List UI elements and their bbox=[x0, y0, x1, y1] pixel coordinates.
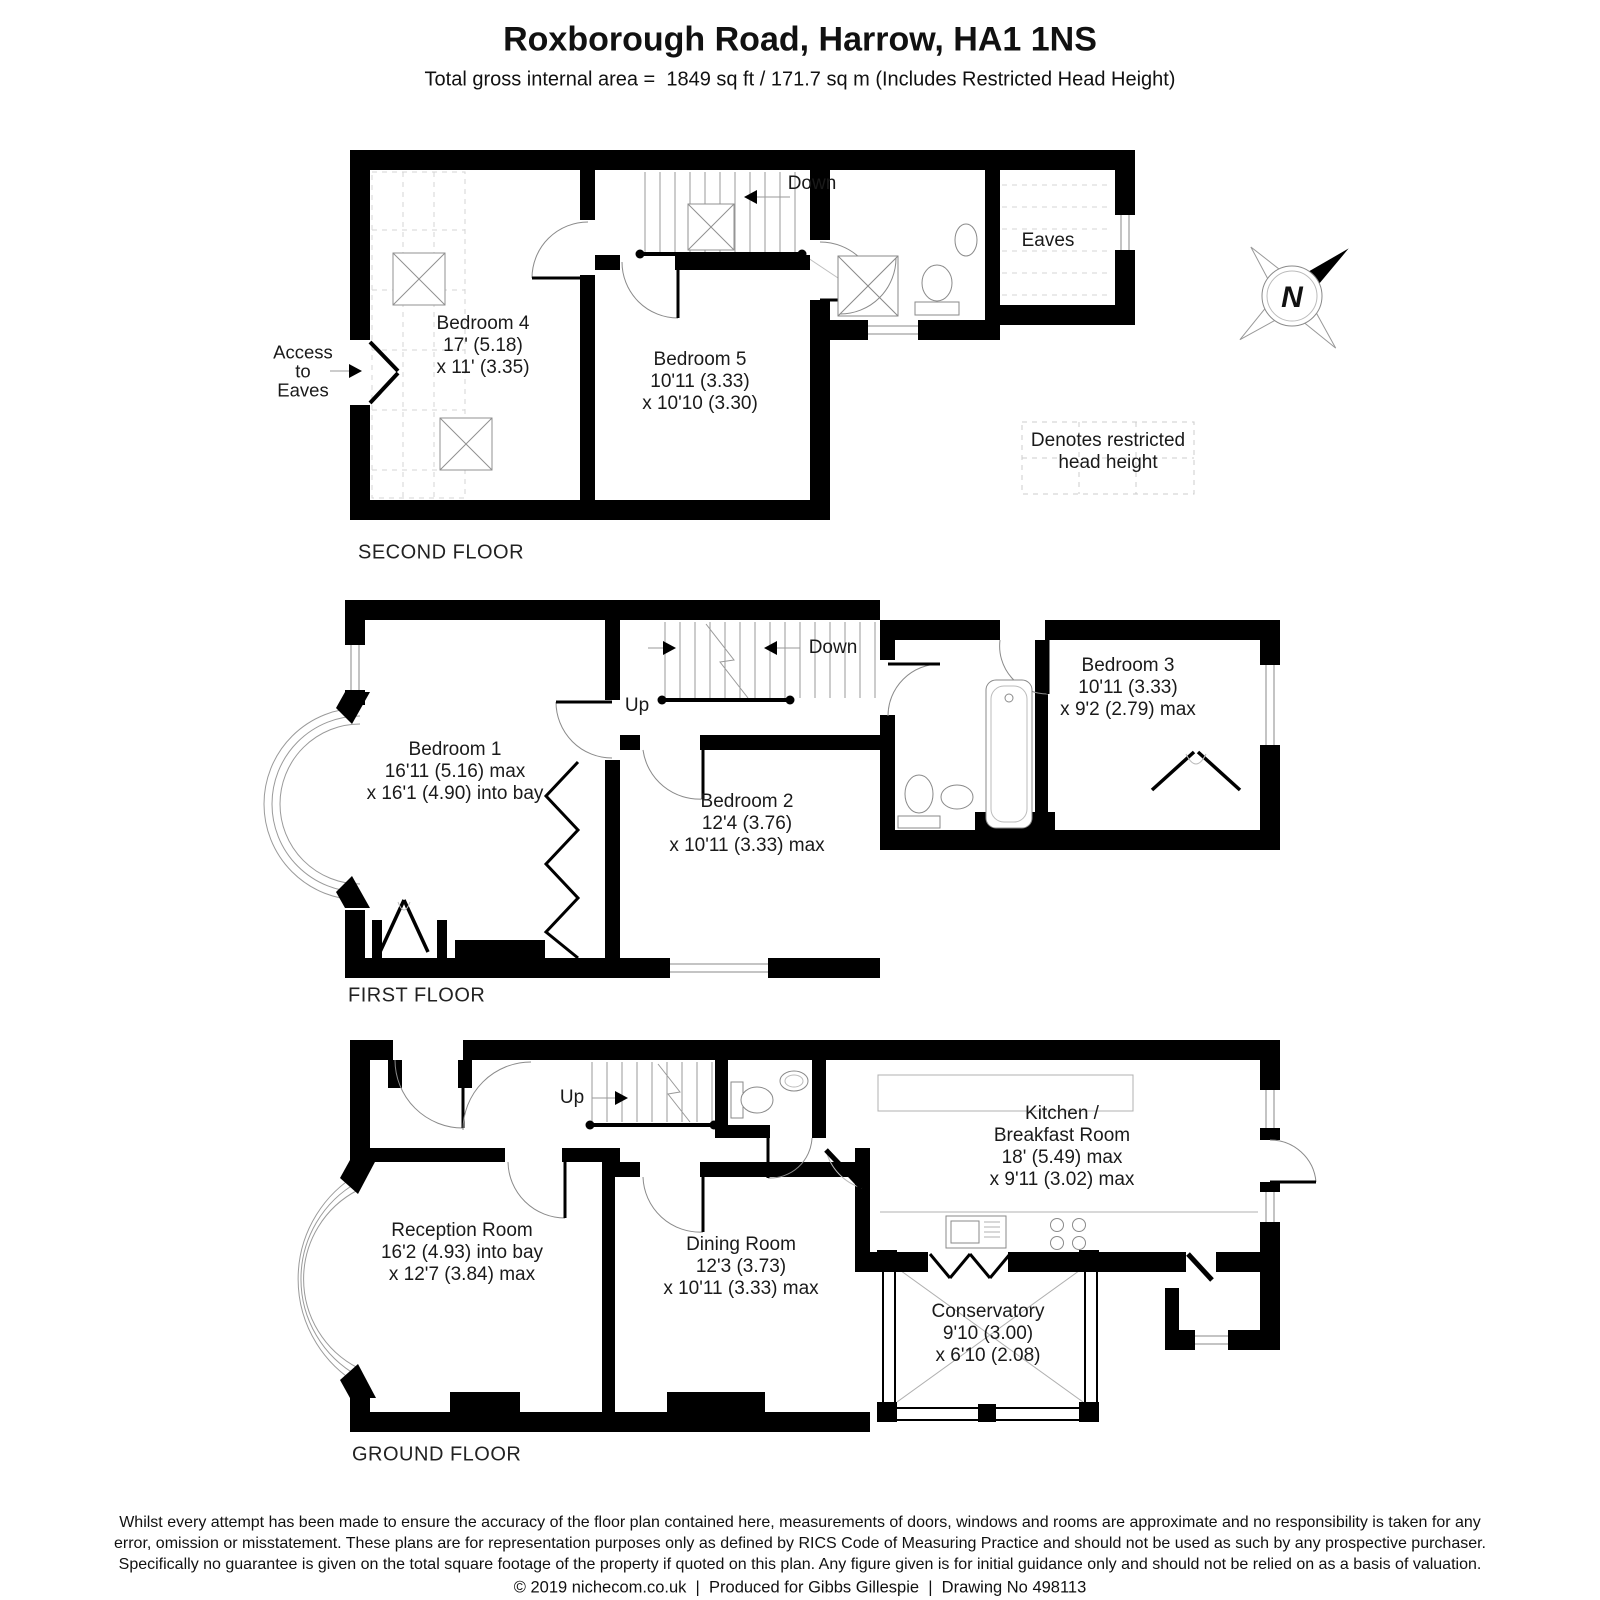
stairs-first-floor bbox=[664, 622, 876, 699]
access-to-eaves-door bbox=[368, 340, 400, 405]
up-arrow bbox=[648, 641, 676, 655]
second-floor-walls bbox=[350, 150, 1135, 520]
down-label-first-floor: Down bbox=[808, 637, 858, 658]
room-label-bedroom3: Bedroom 3 10'11 (3.33) x 9'2 (2.79) max bbox=[1060, 655, 1196, 721]
down-arrow bbox=[744, 190, 790, 204]
room-label-bedroom4: Bedroom 4 17' (5.18) x 11' (3.35) bbox=[436, 313, 529, 379]
room-name: Conservatory bbox=[931, 1301, 1045, 1322]
room-name: Dining Room bbox=[686, 1234, 796, 1255]
window bbox=[345, 645, 1280, 978]
down-label-second-floor: Down bbox=[787, 173, 837, 194]
stairs-handrail bbox=[635, 249, 807, 259]
compass-icon bbox=[1239, 246, 1349, 349]
window bbox=[1195, 1090, 1280, 1350]
floor-label-first: FIRST FLOOR bbox=[348, 984, 486, 1007]
up-arrow bbox=[592, 1091, 628, 1105]
page-subtitle: Total gross internal area = 1849 sq ft /… bbox=[424, 68, 1176, 91]
room-dim: x 9'2 (2.79) max bbox=[1060, 699, 1196, 720]
first-floor-plan bbox=[263, 600, 1280, 978]
sink-icon bbox=[954, 223, 978, 257]
room-label-reception: Reception Room 16'2 (4.93) into bay x 12… bbox=[381, 1220, 543, 1286]
room-name: Bedroom 1 bbox=[408, 739, 502, 760]
ground-floor-plan bbox=[297, 1040, 1317, 1432]
room-dim: x 11' (3.35) bbox=[436, 357, 530, 378]
down-arrow bbox=[764, 641, 800, 655]
room-dim: 16'11 (5.16) max bbox=[384, 761, 526, 782]
room-name: Reception Room bbox=[391, 1220, 533, 1241]
room-dim: 18' (5.49) max bbox=[1001, 1147, 1123, 1168]
room-dim: x 10'11 (3.33) max bbox=[663, 1278, 819, 1299]
room-label-kitchen: Kitchen / Breakfast Room 18' (5.49) max … bbox=[990, 1103, 1135, 1191]
toilet-icon bbox=[914, 264, 960, 316]
disclaimer: Whilst every attempt has been made to en… bbox=[114, 1514, 1486, 1573]
room-dim: x 6'10 (2.08) bbox=[935, 1345, 1041, 1366]
room-dim: 9'10 (3.00) bbox=[942, 1323, 1034, 1344]
page-title: Roxborough Road, Harrow, HA1 1NS bbox=[503, 20, 1097, 59]
room-dim: x 12'7 (3.84) max bbox=[388, 1264, 536, 1285]
room-dim: 16'2 (4.93) into bay bbox=[380, 1242, 544, 1263]
ground-floor-walls bbox=[340, 1040, 1280, 1432]
room-name: Kitchen / bbox=[1025, 1103, 1099, 1124]
room-label-bedroom1: Bedroom 1 16'11 (5.16) max x 16'1 (4.90)… bbox=[367, 739, 544, 805]
restricted-head-height-legend-swatch bbox=[1021, 421, 1195, 495]
room-dim: 12'4 (3.76) bbox=[701, 813, 793, 834]
kitchen-sink-icon bbox=[945, 1215, 1007, 1249]
door-arcs bbox=[555, 639, 1050, 800]
compass-north-label: N bbox=[1281, 281, 1303, 314]
first-floor-walls bbox=[336, 600, 1280, 978]
bath-icon bbox=[985, 679, 1033, 829]
room-dim: x 10'11 (3.33) max bbox=[669, 835, 825, 856]
conservatory-doors bbox=[928, 1253, 1012, 1279]
room-label-conservatory: Conservatory 9'10 (3.00) x 6'10 (2.08) bbox=[932, 1301, 1045, 1367]
credits-line: © 2019 nichecom.co.uk | Produced for Gib… bbox=[513, 1578, 1087, 1597]
room-name: Bedroom 4 bbox=[436, 313, 530, 334]
room-name: Bedroom 2 bbox=[700, 791, 794, 812]
room-dim: 10'11 (3.33) bbox=[1078, 677, 1178, 698]
wardrobe-doors bbox=[378, 750, 1242, 960]
up-label-first-floor: Up bbox=[624, 695, 650, 716]
second-floor-plan bbox=[330, 150, 1135, 520]
bay-window bbox=[297, 1173, 359, 1385]
floor-label-ground: GROUND FLOOR bbox=[352, 1443, 522, 1466]
room-label-bedroom2: Bedroom 2 12'4 (3.76) x 10'11 (3.33) max bbox=[669, 791, 824, 857]
room-name: Bedroom 5 bbox=[653, 349, 747, 370]
door-arcs bbox=[394, 1059, 1317, 1282]
room-name: Bedroom 3 bbox=[1081, 655, 1175, 676]
stairs-ground-floor bbox=[591, 1062, 713, 1123]
restricted-area-hatch bbox=[371, 171, 1112, 499]
room-dim: 17' (5.18) bbox=[443, 335, 523, 356]
skylight-marker bbox=[392, 203, 735, 471]
kitchen-counter bbox=[877, 1074, 1258, 1213]
up-label-ground-floor: Up bbox=[559, 1087, 585, 1108]
sink-icon bbox=[940, 784, 974, 810]
room-dim: x 10'10 (3.30) bbox=[642, 393, 758, 414]
stairs-handrail bbox=[657, 695, 795, 705]
eaves-label: Eaves bbox=[1021, 230, 1075, 251]
hob-icon bbox=[1050, 1218, 1086, 1250]
shower-icon bbox=[837, 255, 899, 317]
restricted-head-height-legend: Denotes restricted head height bbox=[1030, 430, 1186, 473]
room-label-bedroom5: Bedroom 5 10'11 (3.33) x 10'10 (3.30) bbox=[642, 349, 758, 415]
toilet-icon bbox=[897, 774, 941, 829]
floor-label-second: SECOND FLOOR bbox=[358, 541, 525, 564]
bay-window bbox=[263, 707, 361, 901]
sink-icon bbox=[779, 1070, 809, 1092]
room-dim: x 9'11 (3.02) max bbox=[989, 1169, 1135, 1190]
room-dim: 10'11 (3.33) bbox=[650, 371, 750, 392]
room-dim: 12'3 (3.73) bbox=[695, 1256, 787, 1277]
access-arrow bbox=[330, 364, 362, 378]
room-label-dining: Dining Room 12'3 (3.73) x 10'11 (3.33) m… bbox=[663, 1234, 818, 1300]
toilet-icon bbox=[730, 1081, 774, 1119]
room-name: Breakfast Room bbox=[993, 1125, 1131, 1146]
access-to-eaves-label: Access to Eaves bbox=[273, 341, 333, 401]
window bbox=[868, 215, 1135, 340]
room-dim: x 16'1 (4.90) into bay bbox=[366, 783, 544, 804]
